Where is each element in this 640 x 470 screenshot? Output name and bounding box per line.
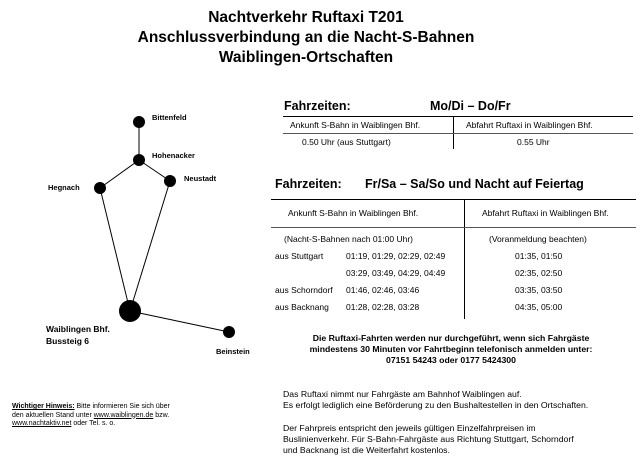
- row-departure: 03:35, 03:50: [515, 285, 563, 295]
- stop-hegnach: [94, 182, 106, 194]
- title-line-3: Waiblingen-Ortschaften: [218, 49, 394, 66]
- route-line-neustadt-waiblingen: [129, 180, 171, 312]
- row-arrival: 01:28, 02:28, 03:28: [346, 302, 420, 312]
- section1-col-arrival: Ankunft S-Bahn in Waiblingen Bhf.: [290, 120, 421, 130]
- section2-note-departure: (Voranmeldung beachten): [489, 234, 587, 244]
- row-departure: 01:35, 01:50: [515, 251, 563, 261]
- row-origin: aus Backnang: [275, 302, 329, 312]
- important-hint: Wichtiger Hinweis: Bitte informieren Sie…: [12, 403, 222, 429]
- section1-arrival: 0.50 Uhr (aus Stuttgart): [302, 137, 391, 147]
- stop-waiblingen: [119, 300, 141, 322]
- label-neustadt: Neustadt: [184, 174, 217, 183]
- section2-days: Fr/Sa – Sa/So und Nacht auf Feiertag: [365, 177, 584, 191]
- route-line-beinstein: [129, 310, 230, 333]
- section2-note-arrival: (Nacht-S-Bahnen nach 01:00 Uhr): [284, 234, 413, 244]
- notice-line-2: mindestens 30 Minuten vor Fahrtbeginn te…: [309, 344, 593, 354]
- label-hohenacker: Hohenacker: [152, 151, 195, 160]
- row-origin: aus Schorndorf: [275, 285, 333, 295]
- label-bittenfeld: Bittenfeld: [152, 113, 187, 122]
- section1-divider: [453, 116, 454, 149]
- section2-heading: Fahrzeiten:: [275, 177, 342, 191]
- section1-departure: 0.55 Uhr: [517, 137, 550, 147]
- stop-beinstein: [223, 326, 235, 338]
- stop-hohenacker: [133, 154, 145, 166]
- label-waiblingen-line1: Waiblingen Bhf.: [46, 324, 110, 334]
- row-departure: 02:35, 02:50: [515, 268, 563, 278]
- row-arrival: 03:29, 03:49, 04:29, 04:49: [346, 268, 446, 278]
- hint-text-3: bzw.: [153, 411, 170, 419]
- info2-line-1: Der Fahrpreis entspricht den jeweils gül…: [283, 423, 536, 433]
- route-map: Bittenfeld Hohenacker Neustadt Hegnach W…: [46, 113, 250, 356]
- notice-line-1: Die Ruftaxi-Fahrten werden nur durchgefü…: [312, 333, 590, 343]
- notice-phone: 07151 54243 oder 0177 5424300: [386, 355, 516, 365]
- info2-line-3: und Backnang ist die Weiterfahrt kostenl…: [283, 445, 450, 455]
- label-hegnach: Hegnach: [48, 183, 80, 192]
- info1-line-2: Es erfolgt lediglich eine Beförderung zu…: [283, 400, 589, 410]
- section1-days: Mo/Di – Do/Fr: [430, 99, 511, 113]
- section2-top-rule: [271, 199, 636, 200]
- route-line-neustadt: [138, 159, 171, 182]
- hint-text-4: oder Tel. s. o.: [71, 420, 116, 428]
- route-line-hegnach-waiblingen: [99, 187, 131, 312]
- section2-col-departure: Abfahrt Ruftaxi in Waiblingen Bhf.: [482, 208, 609, 218]
- row-arrival: 01:19, 01:29, 02:29, 02:49: [346, 251, 446, 261]
- stop-neustadt: [164, 175, 176, 187]
- title-line-2: Anschlussverbindung an die Nacht-S-Bahne…: [137, 29, 475, 46]
- info-paragraph-1: Das Ruftaxi nimmt nur Fahrgäste am Bahnh…: [283, 389, 633, 411]
- section2-header-rule: [271, 227, 636, 228]
- section1-col-departure: Abfahrt Ruftaxi in Waiblingen Bhf.: [466, 120, 593, 130]
- hint-label: Wichtiger Hinweis:: [12, 403, 75, 410]
- label-waiblingen-line2: Bussteig 6: [46, 336, 89, 346]
- title-line-1: Nachtverkehr Ruftaxi T201: [208, 9, 404, 26]
- section2-col-arrival: Ankunft S-Bahn in Waiblingen Bhf.: [288, 208, 419, 218]
- row-origin: aus Stuttgart: [275, 251, 324, 261]
- route-line-hegnach: [99, 159, 140, 189]
- row-departure: 04:35, 05:00: [515, 302, 563, 312]
- hint-link-waiblingen[interactable]: www.waiblingen.de: [93, 411, 154, 419]
- info2-line-2: Buslinienverkehr. Für S-Bahn-Fahrgäste a…: [283, 434, 574, 444]
- section1-header-rule: [283, 133, 633, 134]
- section1-top-rule: [283, 116, 633, 117]
- section2-divider: [464, 199, 465, 319]
- hint-link-nachtaktiv[interactable]: www.nachtaktiv.net: [12, 420, 72, 428]
- stop-bittenfeld: [133, 116, 145, 128]
- section1-heading: Fahrzeiten:: [284, 99, 351, 113]
- hint-text-1: Bitte informieren Sie sich über: [74, 403, 170, 410]
- info1-line-1: Das Ruftaxi nimmt nur Fahrgäste am Bahnh…: [283, 389, 522, 399]
- row-arrival: 01:46, 02:46, 03:46: [346, 285, 420, 295]
- hint-text-2: den aktuellen Stand unter: [12, 411, 94, 419]
- info-paragraph-2: Der Fahrpreis entspricht den jeweils gül…: [283, 423, 633, 456]
- label-beinstein: Beinstein: [216, 347, 250, 356]
